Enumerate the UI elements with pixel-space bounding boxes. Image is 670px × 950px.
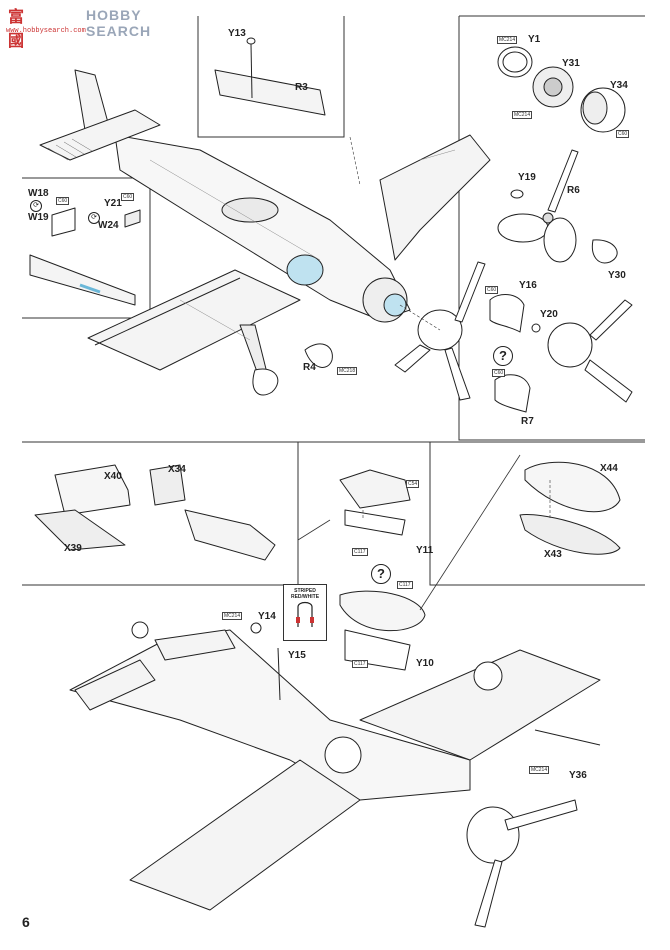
- mat-mc218: MC218: [337, 367, 358, 375]
- bottom-cowl: [466, 806, 520, 864]
- watermark-url: www.hobbysearch.com: [6, 27, 86, 35]
- mat-mc214-b: MC214: [512, 111, 533, 119]
- mat-c60-e: C60: [492, 369, 506, 377]
- striped-note-text: STRIPED RED/WHITE: [290, 588, 320, 600]
- top-propeller: [394, 261, 486, 401]
- mat-mc214-a: MC214: [497, 36, 518, 44]
- striped-wire-icon: [296, 601, 314, 627]
- rotate-icon: ⟳: [30, 200, 42, 212]
- part-X44: [524, 461, 621, 513]
- label-Y11: Y11: [416, 545, 434, 556]
- bottom-wheel-left: [324, 736, 362, 774]
- bottom-left-wing: [129, 759, 361, 911]
- part-W18: [51, 207, 76, 237]
- label-R4: R4: [303, 362, 316, 373]
- part-X43: [519, 514, 621, 555]
- mat-mc214-d: MC214: [529, 766, 550, 774]
- part-Y30: [591, 239, 618, 264]
- bottom-wheel-right: [473, 661, 503, 691]
- label-Y10: Y10: [416, 658, 434, 669]
- watermark-brand: 富國: [8, 9, 25, 50]
- label-Y20: Y20: [540, 309, 558, 320]
- part-R3: [214, 69, 326, 116]
- label-R3: R3: [295, 82, 308, 93]
- bottom-right-wing: [359, 649, 601, 761]
- bottom-spinner: [547, 322, 593, 368]
- part-Y13: [246, 37, 256, 45]
- label-W24: W24: [98, 220, 119, 231]
- label-X40: X40: [104, 471, 122, 482]
- mat-c60-c: C60: [121, 193, 135, 201]
- label-Y1: Y1: [528, 34, 541, 45]
- mat-c60-b: C60: [56, 197, 70, 205]
- label-R6: R6: [567, 185, 580, 196]
- label-Y13: Y13: [228, 28, 246, 39]
- part-X39: [34, 509, 126, 551]
- label-Y30: Y30: [608, 270, 626, 281]
- question-icon-2: ?: [371, 564, 391, 584]
- label-Y21: Y21: [104, 198, 122, 209]
- drop-tank: [339, 590, 426, 632]
- mat-c60-d: C60: [485, 286, 499, 294]
- part-Y11: [344, 509, 406, 536]
- mat-c54: C54: [406, 480, 420, 488]
- label-W18: W18: [28, 188, 49, 199]
- mat-c117-c: C117: [352, 660, 368, 668]
- striped-note-box: STRIPED RED/WHITE: [283, 584, 327, 641]
- label-Y34: Y34: [610, 80, 628, 91]
- part-W24: [124, 209, 141, 228]
- top-right-wing: [379, 134, 491, 261]
- label-X34: X34: [168, 464, 186, 475]
- top-left-wing: [87, 269, 301, 371]
- bomb-part: [339, 469, 411, 509]
- part-X34: [149, 464, 186, 506]
- part-Y16: [489, 294, 525, 333]
- part-R7: [494, 374, 531, 413]
- part-Y14: [250, 622, 262, 634]
- part-R4: [304, 343, 333, 368]
- rotate-icon-2: ⟳: [88, 212, 100, 224]
- label-Y31: Y31: [562, 58, 580, 69]
- label-Y14: Y14: [258, 611, 276, 622]
- part-Y19: [510, 189, 524, 199]
- mat-c117-a: C117: [352, 548, 368, 556]
- label-Y16: Y16: [519, 280, 537, 291]
- label-X44: X44: [600, 463, 618, 474]
- label-Y36: Y36: [569, 770, 587, 781]
- inset-wing-section: [29, 254, 136, 306]
- question-icon-1: ?: [493, 346, 513, 366]
- watermark-search: HOBBY SEARCH: [86, 7, 152, 39]
- label-R7: R7: [521, 416, 534, 427]
- top-highlight-blue: [286, 254, 324, 286]
- part-X40: [54, 464, 131, 516]
- page-number: 6: [22, 914, 30, 930]
- label-X39: X39: [64, 543, 82, 554]
- part-R6: [497, 149, 579, 263]
- mat-c117-b: C117: [397, 581, 413, 589]
- mat-c60-a: C60: [616, 130, 630, 138]
- label-W19: W19: [28, 212, 49, 223]
- mat-mc214-c: MC214: [222, 612, 243, 620]
- part-Y20: [531, 323, 541, 333]
- label-Y15: Y15: [288, 650, 306, 661]
- label-Y19: Y19: [518, 172, 536, 183]
- label-X43: X43: [544, 549, 562, 560]
